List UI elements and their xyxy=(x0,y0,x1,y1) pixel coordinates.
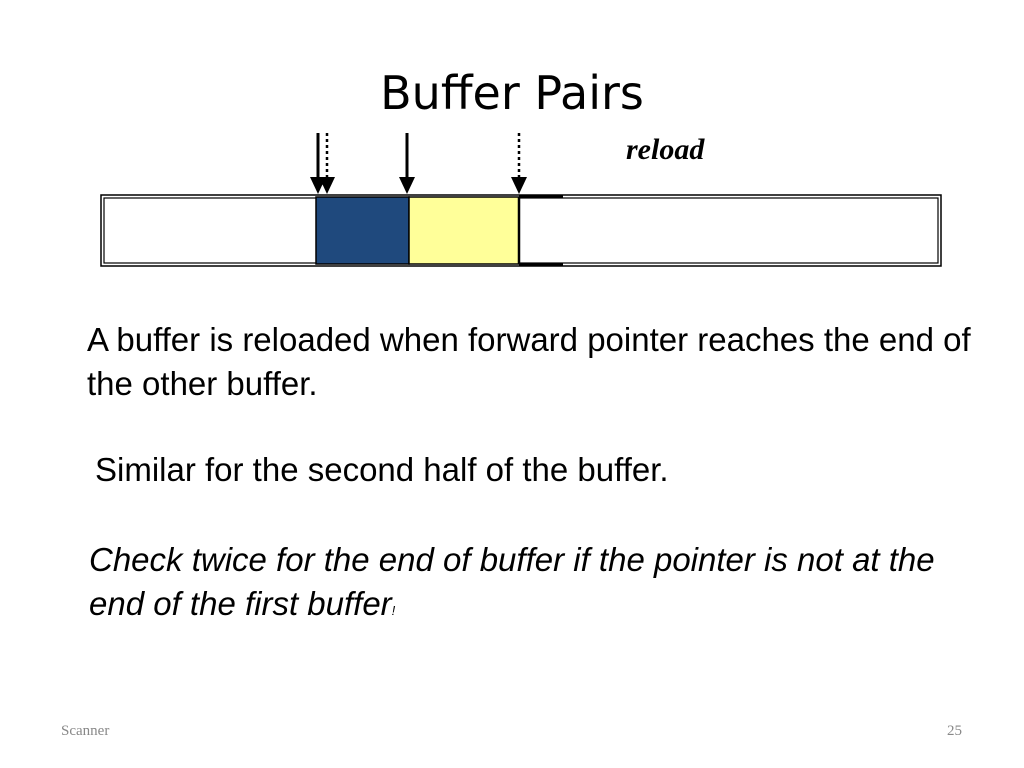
reload-pointer-arrow-dotted xyxy=(511,133,527,194)
forward-pointer-arrow xyxy=(399,133,415,194)
buffer-block-blue xyxy=(315,196,410,265)
paragraph-reload-rule: A buffer is reloaded when forward pointe… xyxy=(87,321,971,402)
reload-label: reload xyxy=(626,133,705,166)
paragraph-check-twice: Check twice for the end of buffer if the… xyxy=(89,538,989,633)
buffer-inner-border xyxy=(103,197,939,264)
slide-title: Buffer Pairs xyxy=(380,66,644,120)
footer-page-number: 25 xyxy=(947,723,962,739)
buffer-block-yellow xyxy=(408,196,520,265)
footer-section-label: Scanner xyxy=(61,723,110,739)
exclamation-mark: ! xyxy=(391,603,396,618)
buffer-diagram xyxy=(100,133,942,267)
lexeme-begin-arrow-dotted xyxy=(319,133,335,194)
buffer-outer-border xyxy=(100,194,942,267)
paragraph-second-half: Similar for the second half of the buffe… xyxy=(95,451,669,488)
paragraph-check-twice-text: Check twice for the end of buffer if the… xyxy=(89,541,935,622)
